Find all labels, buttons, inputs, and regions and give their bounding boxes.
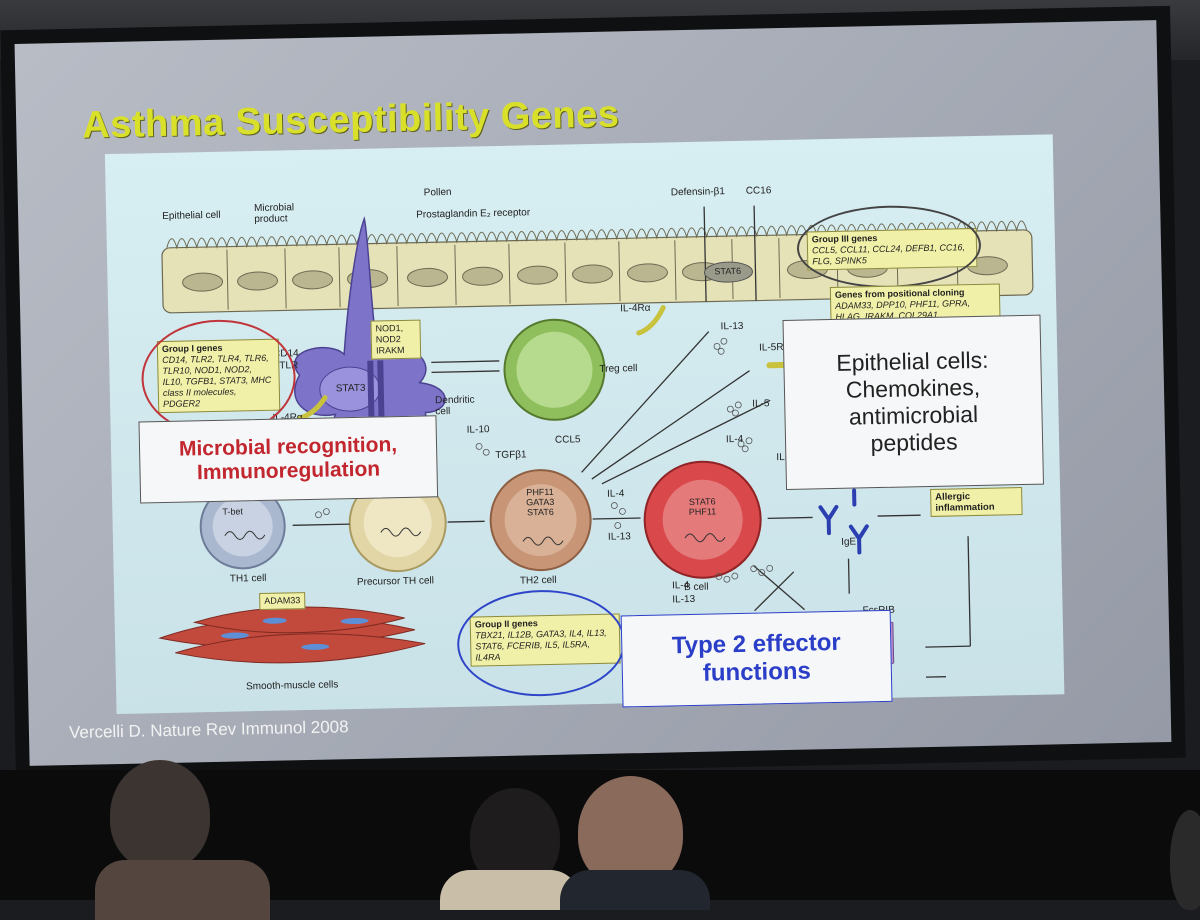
label-stat6-epithelium: STAT6 <box>714 266 741 277</box>
th2-transcription-factors: PHF11 GATA3 STAT6 <box>523 487 558 518</box>
label-ige: IgE <box>841 537 856 548</box>
label-stat3: STAT3 <box>336 383 366 395</box>
th2-factor: STAT6 <box>523 507 557 518</box>
label-il13-mid: IL-13 <box>608 531 631 542</box>
dendritic-gene: NOD1, <box>375 323 415 335</box>
label-defensin: Defensin-β1 <box>671 186 725 198</box>
adam33-box: ADAM33 <box>259 592 305 610</box>
label-treg-cell: Treg cell <box>599 363 637 375</box>
label-il13-low: IL-13 <box>672 594 695 605</box>
label-tgfb1: TGFβ1 <box>495 449 527 461</box>
label-cc16: CC16 <box>746 185 772 197</box>
epithelial-callout-line: peptides <box>870 428 958 457</box>
label-precursor-th-cell: Precursor TH cell <box>357 575 434 588</box>
type2-callout-line: functions <box>703 658 812 688</box>
label-ccl5: CCL5 <box>555 434 581 446</box>
label-il4-mid: IL-4 <box>607 488 624 499</box>
label-il4-low: IL-4 <box>672 580 689 591</box>
dendritic-gene: IRAKM <box>376 345 416 357</box>
label-pollen: Pollen <box>424 187 452 199</box>
epithelial-callout-line: Chemokines, <box>846 374 981 404</box>
slide-citation: Vercelli D. Nature Rev Immunol 2008 <box>69 717 349 743</box>
label-th1-cell: TH1 cell <box>230 573 267 585</box>
label-th2-cell: TH2 cell <box>520 575 557 587</box>
projection-screen-frame: Asthma Susceptibility Genes <box>0 6 1185 782</box>
label-il5: IL-5 <box>752 398 769 409</box>
audience-shoulders <box>95 860 270 920</box>
microbial-callout-line: Immunoregulation <box>197 457 381 485</box>
audience-shoulders <box>440 870 580 910</box>
label-epithelial-cell: Epithelial cell <box>162 210 221 222</box>
audience-area <box>0 770 1200 900</box>
type2-callout-line: Type 2 effector <box>672 629 841 661</box>
label-tbet: T-bet <box>222 506 243 516</box>
slide-title: Asthma Susceptibility Genes <box>82 93 620 147</box>
label-smooth-muscle-cells: Smooth-muscle cells <box>246 679 338 692</box>
type2-effector-callout: Type 2 effector functions <box>621 610 893 708</box>
epithelial-callout-heading: Epithelial cells: <box>836 347 989 377</box>
audience-head <box>110 760 210 870</box>
label-il4ra-top: IL-4Rα <box>620 303 650 315</box>
allergic-inflammation-box: Allergic inflammation <box>930 487 1023 517</box>
dendritic-gene: NOD2 <box>376 334 416 346</box>
projected-slide: Asthma Susceptibility Genes <box>15 20 1172 766</box>
label-il10: IL-10 <box>467 424 490 435</box>
label-il4-right: IL-4 <box>726 434 743 445</box>
microbial-recognition-callout: Microbial recognition, Immunoregulation <box>138 415 438 503</box>
audience-shoulders <box>560 870 710 910</box>
label-microbial-product: Microbial product <box>254 202 306 225</box>
audience-head <box>1170 810 1200 910</box>
b-cell-factor: PHF11 <box>685 506 719 517</box>
label-dendritic-cell: Dendritic cell <box>435 394 475 417</box>
dendritic-gene-box: NOD1, NOD2 IRAKM <box>370 320 421 360</box>
label-il13-top: IL-13 <box>721 321 744 332</box>
b-cell-transcription-factors: STAT6 PHF11 <box>685 496 719 517</box>
epithelial-cells-callout: Epithelial cells: Chemokines, antimicrob… <box>782 315 1044 490</box>
epithelial-callout-line: antimicrobial <box>849 401 979 431</box>
